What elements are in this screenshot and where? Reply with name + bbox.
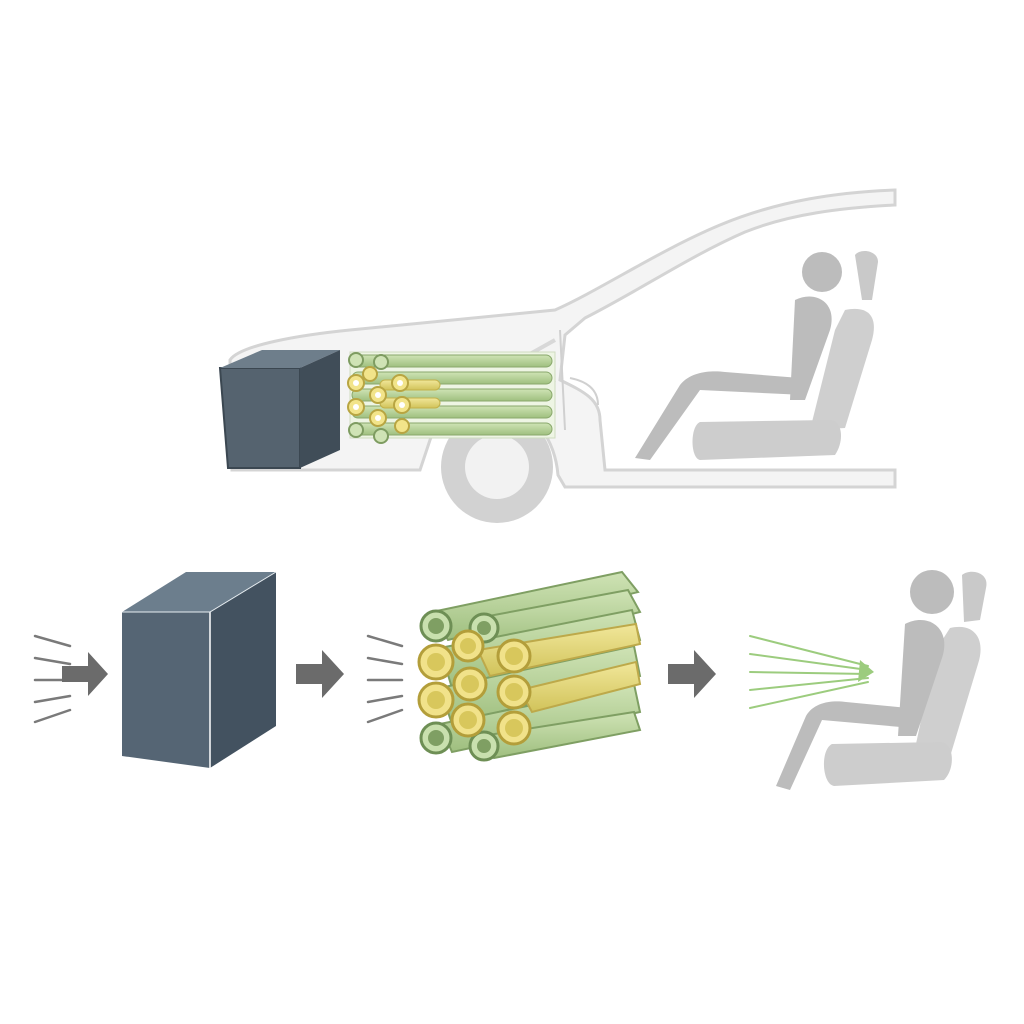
- seated-occupant-icon: [776, 570, 987, 790]
- right-arrow-icon-3: [668, 650, 716, 698]
- right-arrow-icon-2: [296, 650, 344, 698]
- energy-flow-row: [33, 570, 987, 790]
- reduced-energy-lines: [749, 635, 874, 709]
- wheel-icon: [441, 411, 553, 523]
- crash-block-icon: [122, 571, 277, 768]
- right-arrow-icon-1: [62, 652, 108, 696]
- car-seated-occupant-icon: [635, 250, 878, 460]
- impact-lines-middle: [366, 634, 404, 724]
- car-crash-block-icon: [218, 350, 340, 469]
- crush-tube-bundle-icon: [417, 570, 642, 762]
- car-crush-tube-bundle-icon: [347, 351, 556, 444]
- car-cutaway: [218, 188, 897, 523]
- car-pillar: [559, 329, 566, 431]
- car-door-line: [569, 377, 599, 406]
